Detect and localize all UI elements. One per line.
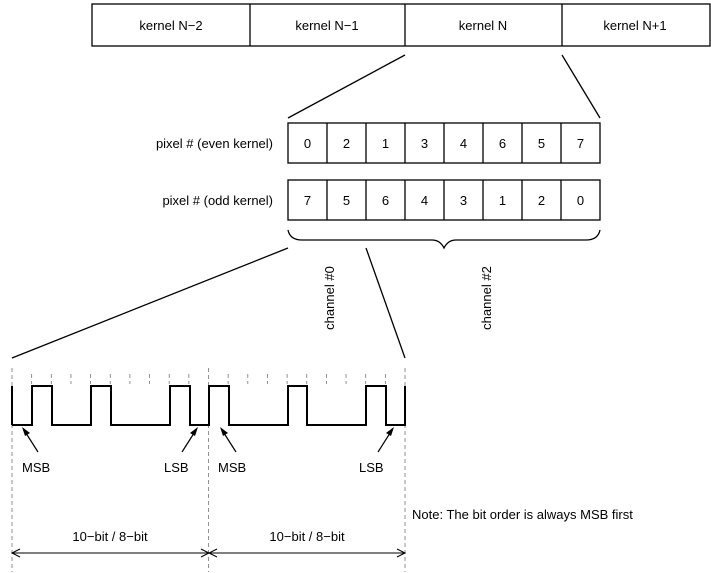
pixel-cell: 1 — [499, 193, 506, 208]
pixel-cell: 2 — [538, 193, 545, 208]
width-dimension — [10, 548, 407, 558]
lsb-label: LSB — [359, 460, 384, 475]
msb-arrow — [220, 427, 237, 453]
zoom-line — [365, 247, 406, 359]
msb-label: MSB — [218, 460, 246, 475]
width-label: 10−bit / 8−bit — [269, 529, 345, 544]
pixel-cell: 2 — [343, 136, 350, 151]
row-label: pixel # (odd kernel) — [162, 193, 273, 208]
pixel-cell: 6 — [499, 136, 506, 151]
pixel-cell: 6 — [382, 193, 389, 208]
zoom-line — [561, 54, 601, 119]
pixel-cell: 4 — [460, 136, 467, 151]
kernel-label: kernel N+1 — [603, 18, 666, 33]
pixel-cell: 0 — [577, 193, 584, 208]
zoom-line — [11, 247, 289, 359]
kernel-bar-outline — [91, 3, 711, 47]
pixel-row-even: pixel # (even kernel) 0 2 1 3 4 6 5 7 — [156, 122, 601, 164]
pixel-cell: 7 — [577, 136, 584, 151]
row-label: pixel # (even kernel) — [156, 136, 273, 151]
pixel-cell: 3 — [421, 136, 428, 151]
pixel-cell: 5 — [538, 136, 545, 151]
kernel-bar: kernel N−2 kernel N−1 kernel N kernel N+… — [91, 3, 711, 47]
pixel-cell: 0 — [304, 136, 311, 151]
lsb-label: LSB — [164, 460, 189, 475]
pixel-cell: 4 — [421, 193, 428, 208]
msb-label: MSB — [22, 460, 50, 475]
channel-label: channel #0 — [322, 266, 337, 330]
pixel-cell: 5 — [343, 193, 350, 208]
pixel-cell: 7 — [304, 193, 311, 208]
lsb-arrow — [377, 427, 394, 453]
pixel-cell: 3 — [460, 193, 467, 208]
zoom-line — [287, 54, 406, 119]
bit-waveform — [11, 385, 406, 426]
channel-brace — [287, 229, 601, 250]
kernel-label: kernel N−1 — [295, 18, 358, 33]
lsb-arrow — [181, 427, 198, 453]
kernel-label: kernel N — [459, 18, 507, 33]
channel-label: channel #2 — [479, 266, 494, 330]
msb-arrow — [22, 427, 39, 453]
width-label: 10−bit / 8−bit — [72, 529, 148, 544]
pixel-cell: 1 — [382, 136, 389, 151]
pixel-row-odd: pixel # (odd kernel) 7 5 6 4 3 1 2 0 — [162, 179, 601, 221]
bit-grid — [11, 368, 406, 572]
note-text: Note: The bit order is always MSB first — [412, 507, 633, 522]
kernel-label: kernel N−2 — [139, 18, 202, 33]
